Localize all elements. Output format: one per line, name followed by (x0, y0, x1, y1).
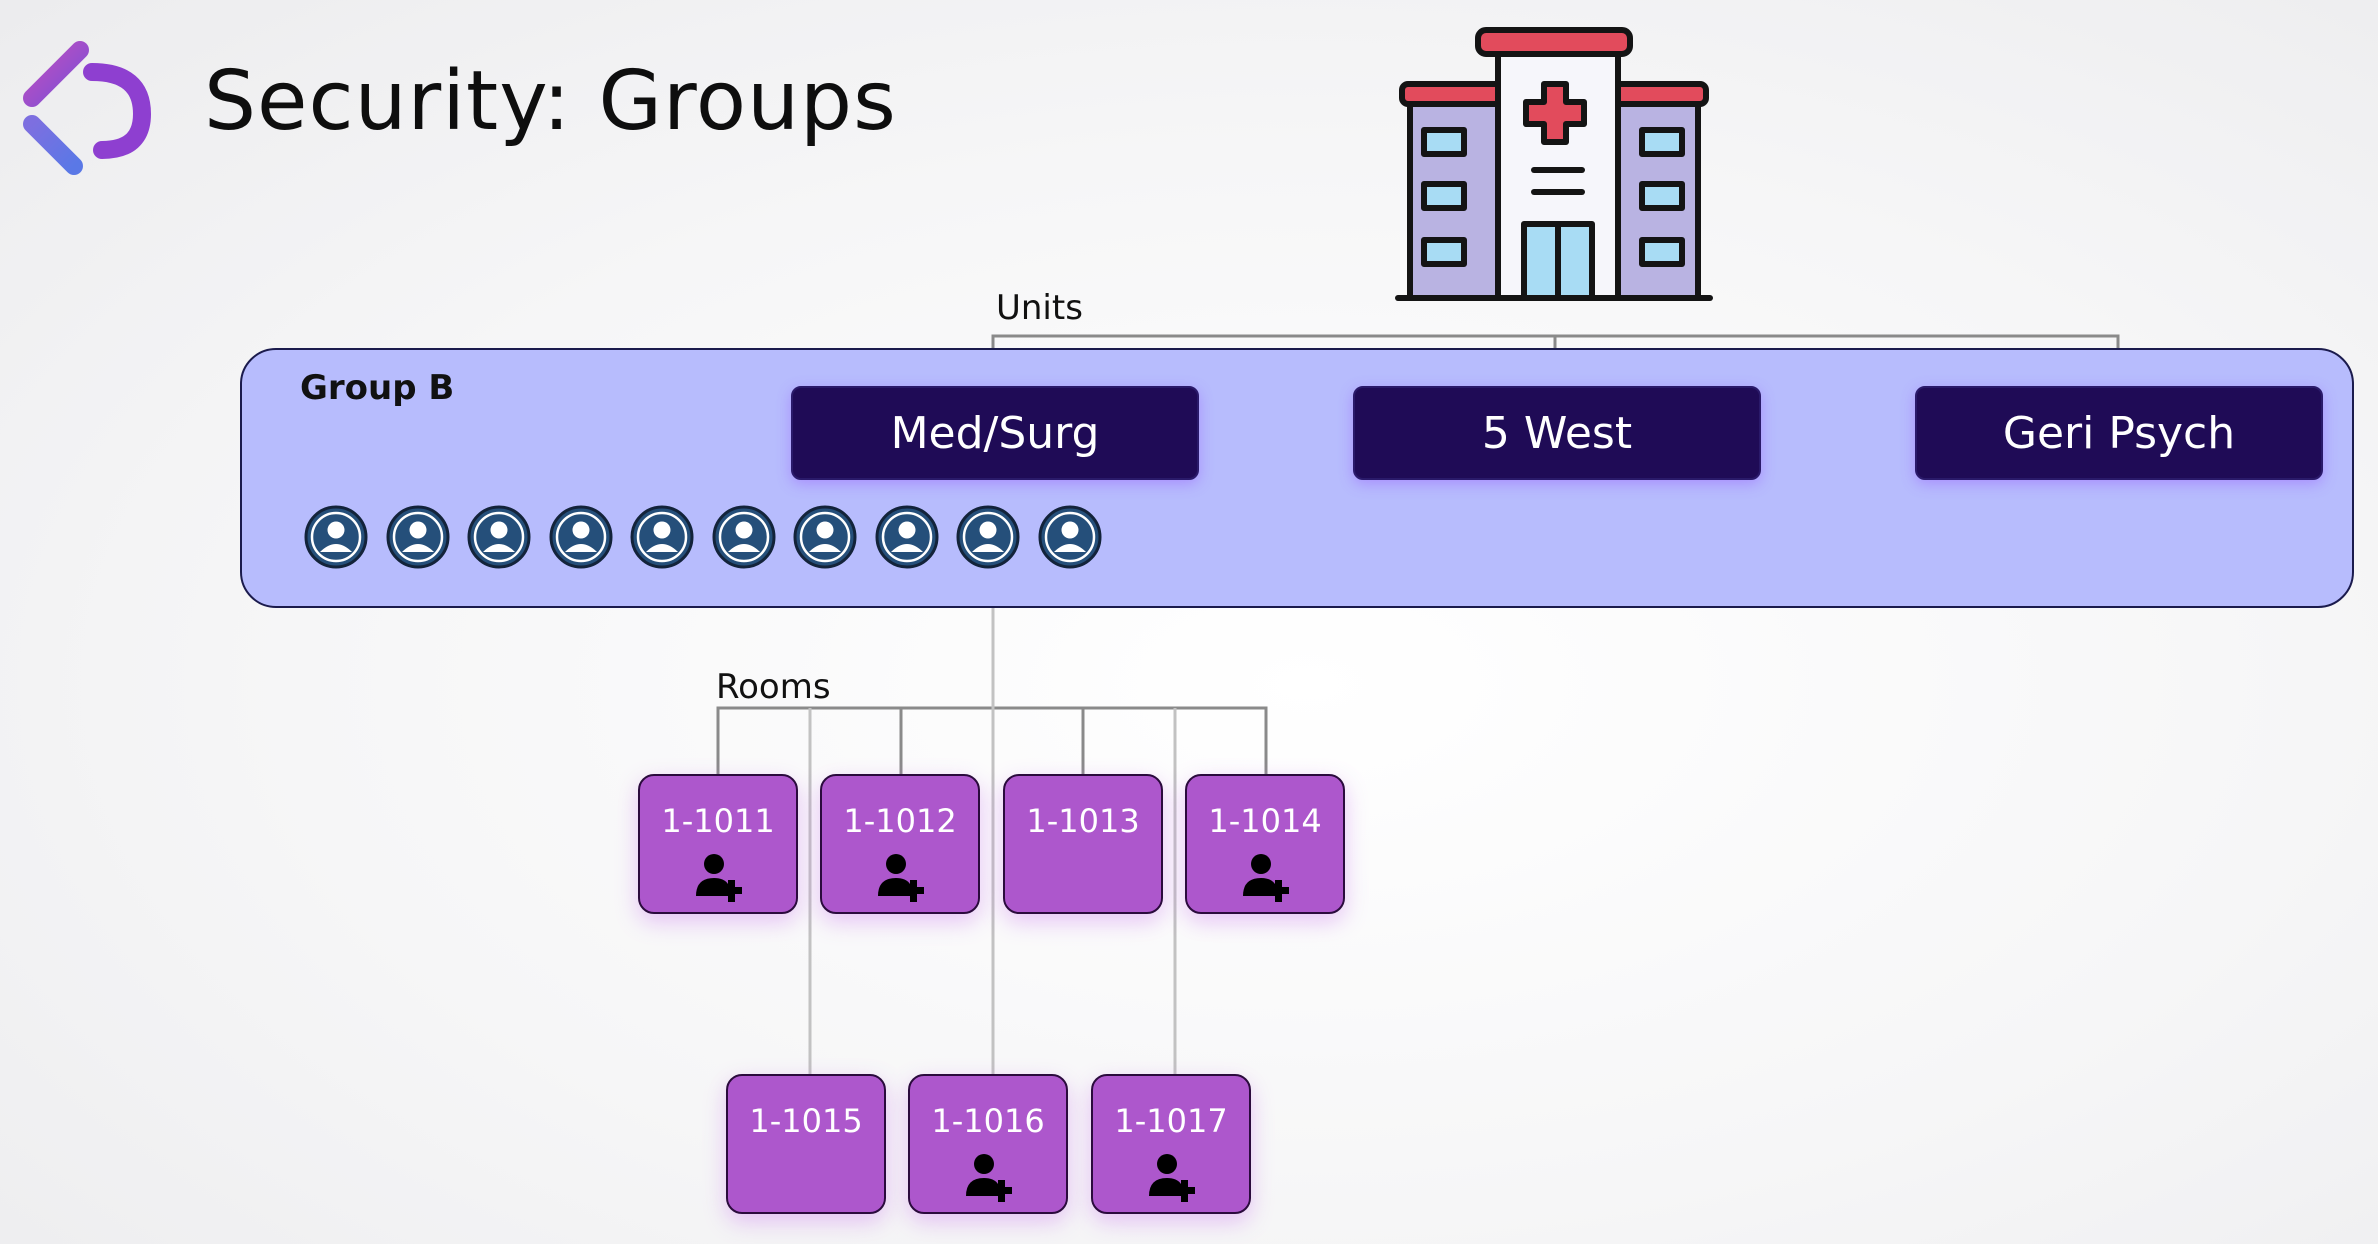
user-avatar-icon (385, 504, 451, 570)
room-number: 1-1011 (661, 802, 775, 840)
room-number: 1-1017 (1114, 1102, 1228, 1140)
room-1-1013[interactable]: 1-1013 (1003, 774, 1163, 914)
add-user-icon (876, 852, 928, 902)
page-title: Security: Groups (204, 54, 897, 149)
hospital-building-icon (1395, 27, 1713, 301)
units-label: Units (996, 288, 1083, 328)
user-avatar-icon (466, 504, 532, 570)
user-avatar-icon (874, 504, 940, 570)
room-number: 1-1012 (843, 802, 957, 840)
user-avatar-icon (955, 504, 1021, 570)
brand-logo-icon (23, 41, 152, 175)
add-user-icon (1147, 1152, 1199, 1202)
unit-med-surg[interactable]: Med/Surg (791, 386, 1199, 480)
room-number: 1-1016 (931, 1102, 1045, 1140)
room-1-1011[interactable]: 1-1011 (638, 774, 798, 914)
room-number: 1-1014 (1208, 802, 1322, 840)
room-1-1017[interactable]: 1-1017 (1091, 1074, 1251, 1214)
user-avatar-icon (1037, 504, 1103, 570)
room-1-1016[interactable]: 1-1016 (908, 1074, 1068, 1214)
rooms-label: Rooms (716, 667, 831, 707)
user-avatar-icon (711, 504, 777, 570)
add-user-icon (1241, 852, 1293, 902)
room-1-1012[interactable]: 1-1012 (820, 774, 980, 914)
user-avatar-icon (792, 504, 858, 570)
room-number: 1-1013 (1026, 802, 1140, 840)
room-1-1015[interactable]: 1-1015 (726, 1074, 886, 1214)
user-avatar-icon (303, 504, 369, 570)
add-user-icon (694, 852, 746, 902)
unit-geri-psych[interactable]: Geri Psych (1915, 386, 2323, 480)
user-avatar-icon (548, 504, 614, 570)
room-number: 1-1015 (749, 1102, 863, 1140)
group-name: Group B (300, 368, 455, 408)
user-avatar-icon (629, 504, 695, 570)
room-1-1014[interactable]: 1-1014 (1185, 774, 1345, 914)
unit-5-west[interactable]: 5 West (1353, 386, 1761, 480)
add-user-icon (964, 1152, 1016, 1202)
